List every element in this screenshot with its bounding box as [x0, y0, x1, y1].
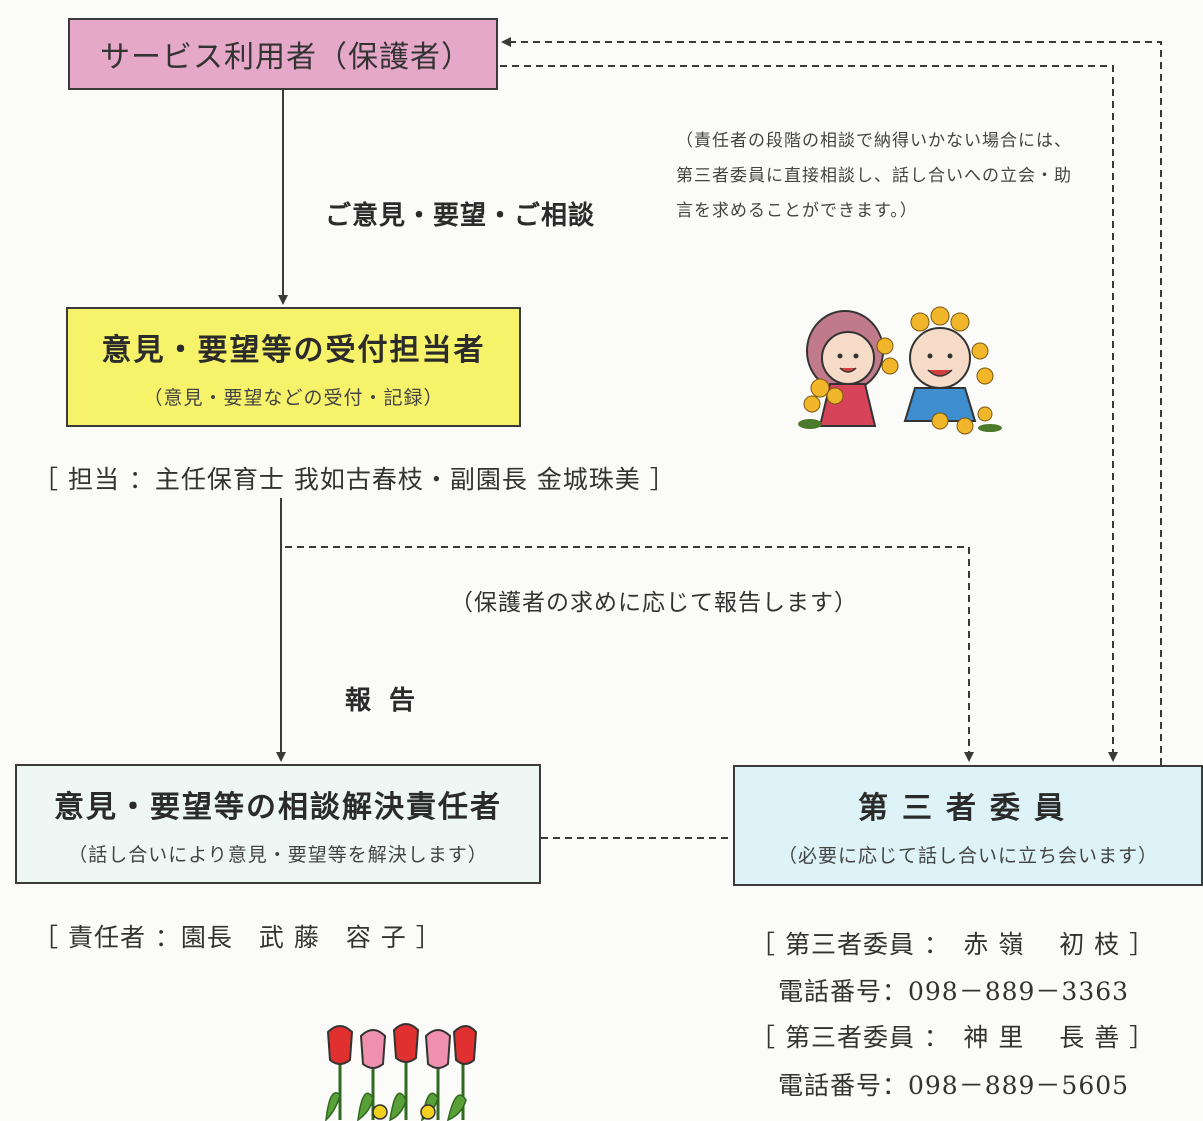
resolution-responsible-subtitle: （話し合いにより意見・要望等を解決します） — [68, 843, 488, 866]
staff-in-charge: ［ 担当 ：主任保育士 我如古春枝・副園長 金城珠美 ］ — [33, 465, 676, 494]
dashed-arrow-third-party-to-user — [501, 37, 1162, 765]
responsible-person: ［ 責任者 ：園長 武 藤 容 子 ］ — [33, 923, 442, 952]
service-user-title: サービス利用者（保護者） — [100, 40, 472, 75]
third-party-member-1-phone: 電話番号：098－889－3363 — [778, 977, 1130, 1006]
third-party-committee-subtitle: （必要に応じて話し合いに立ち会います） — [777, 845, 1158, 867]
third-party-committee-title: 第三者委員 — [858, 791, 1078, 826]
report-label: 報告 — [345, 686, 434, 716]
third-party-member-2-phone: 電話番号：098－889－5605 — [778, 1071, 1130, 1100]
third-party-member-1: ［ 第三者委員 ： 赤 嶺 初 枝 ］ — [750, 930, 1156, 959]
dashed-arrow-report-to-third-party — [285, 546, 974, 762]
request-label: ご意見・要望・ご相談 — [325, 201, 596, 231]
parent-request-label: （保護者の求めに応じて報告します） — [450, 590, 858, 616]
reception-staff-title: 意見・要望等の受付担当者 — [101, 332, 486, 368]
service-user-box: サービス利用者（保護者） — [68, 18, 498, 90]
resolution-responsible-title: 意見・要望等の相談解決責任者 — [54, 789, 502, 825]
dashed-arrow-user-to-third-party — [500, 65, 1118, 762]
third-party-committee-box: 第三者委員 （必要に応じて話し合いに立ち会います） — [733, 765, 1203, 886]
tulips-illustration — [325, 1023, 478, 1121]
children-with-flowers-illustration — [798, 306, 1002, 435]
reception-staff-subtitle: （意見・要望などの受付・記録） — [143, 386, 444, 409]
third-party-member-2: ［ 第三者委員 ： 神 里 長 善 ］ — [750, 1023, 1156, 1052]
reception-staff-box: 意見・要望等の受付担当者 （意見・要望などの受付・記録） — [66, 307, 521, 427]
resolution-responsible-box: 意見・要望等の相談解決責任者 （話し合いにより意見・要望等を解決します） — [15, 764, 541, 884]
direct-consultation-note: （責任者の段階の相談で納得いかない場合には、第三者委員に直接相談し、話し合いへの… — [676, 131, 1072, 221]
